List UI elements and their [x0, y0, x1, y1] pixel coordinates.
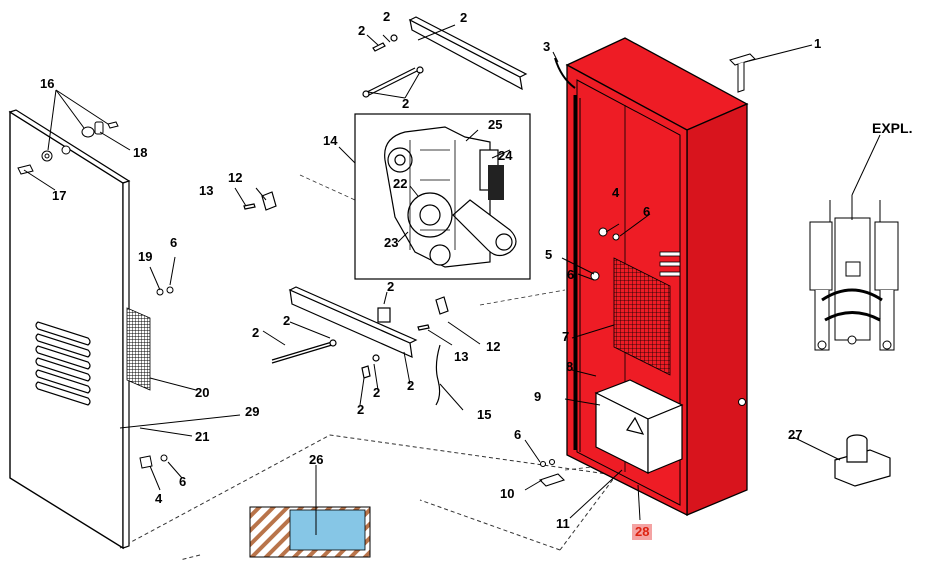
- bracket-10: [538, 458, 566, 487]
- callout-2: 2: [407, 378, 415, 393]
- callout-2: 2: [252, 325, 260, 340]
- callout-6: 6: [514, 427, 522, 442]
- callout-29: 29: [245, 404, 260, 419]
- callout-27: 27: [788, 427, 803, 442]
- callout-7: 7: [562, 329, 570, 344]
- callout-19: 19: [138, 249, 153, 264]
- callout-10: 10: [500, 486, 515, 501]
- callout-16: 16: [40, 76, 55, 91]
- filter-mesh: [126, 307, 151, 391]
- callout-8: 8: [566, 359, 574, 374]
- electrical-box: [594, 379, 684, 474]
- door-panel: [8, 109, 131, 550]
- expl-detail: [809, 134, 899, 351]
- callout-13: 13: [199, 183, 214, 198]
- barrier-cabinet: [565, 37, 756, 517]
- callout-26: 26: [309, 452, 324, 467]
- callout-22: 22: [393, 176, 408, 191]
- callout-6: 6: [179, 474, 187, 489]
- door-lock-hole: [41, 145, 71, 162]
- callout-2: 2: [373, 385, 381, 400]
- callout-24: 24: [498, 148, 513, 163]
- callout-20: 20: [195, 385, 210, 400]
- callout-6: 6: [643, 204, 651, 219]
- callout-11: 11: [556, 516, 570, 531]
- leader-lines: [23, 24, 841, 535]
- callout-5: 5: [545, 247, 553, 262]
- callout-2: 2: [357, 402, 365, 417]
- callout-2: 2: [387, 279, 395, 294]
- expl-label: EXPL.: [872, 120, 913, 136]
- callout-28-highlighted[interactable]: 28: [632, 524, 653, 540]
- callout-2: 2: [402, 96, 410, 111]
- callout-14: 14: [323, 133, 338, 148]
- callout-2: 2: [358, 23, 366, 38]
- door-hardware: [17, 121, 174, 469]
- cable-15: [435, 344, 441, 406]
- callout-4: 4: [612, 185, 620, 200]
- callout-15: 15: [477, 407, 492, 422]
- callout-25: 25: [488, 117, 503, 132]
- door-louvres: [35, 321, 91, 406]
- floor-outline: [119, 434, 686, 561]
- callout-17: 17: [52, 188, 67, 203]
- callout-4: 4: [155, 491, 163, 506]
- bracket-27: [834, 434, 891, 487]
- callout-21: 21: [195, 429, 210, 444]
- callout-9: 9: [534, 389, 542, 404]
- cable-3: [554, 57, 576, 89]
- motor-group: [354, 113, 531, 280]
- callout-23: 23: [384, 235, 399, 250]
- callout-2: 2: [460, 10, 468, 25]
- middle-bracket: [243, 191, 449, 379]
- callout-18: 18: [133, 145, 148, 160]
- callout-2: 2: [283, 313, 291, 328]
- callout-6: 6: [567, 267, 575, 282]
- callout-12: 12: [228, 170, 243, 185]
- callout-2: 2: [383, 9, 391, 24]
- callout-12: 12: [486, 339, 501, 354]
- callout-13: 13: [454, 349, 469, 364]
- callout-3: 3: [543, 39, 551, 54]
- callout-1: 1: [814, 36, 822, 51]
- sealing-plate: [249, 506, 371, 558]
- callout-6: 6: [170, 235, 178, 250]
